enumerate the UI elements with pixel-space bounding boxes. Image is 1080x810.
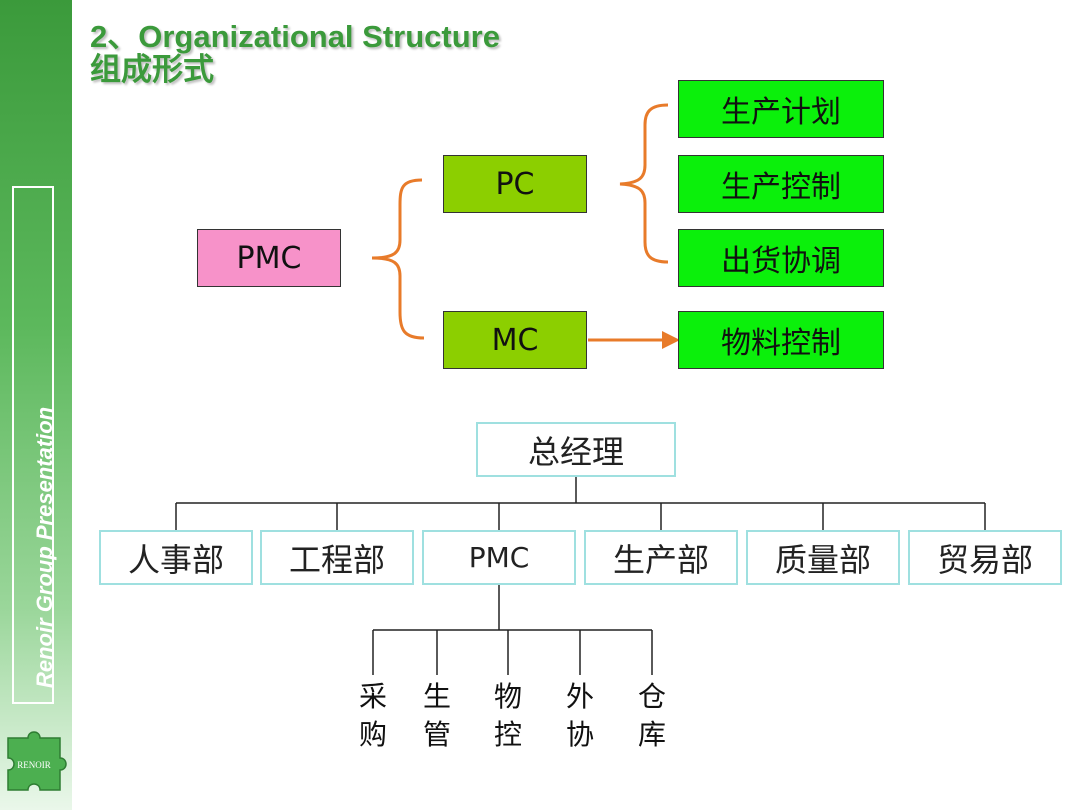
- dept-quality: 质量部: [746, 530, 900, 585]
- sidebar-frame: [12, 186, 54, 704]
- node-pc: PC: [443, 155, 587, 213]
- dept-engineering: 工程部: [260, 530, 414, 585]
- node-pmc: PMC: [197, 229, 341, 287]
- logo-text: RENOIR: [17, 760, 51, 770]
- subunit-production-management: 生 管: [420, 678, 454, 754]
- node-material-control: 物料控制: [678, 311, 884, 369]
- subunit-material-control: 物 控: [491, 678, 525, 754]
- subunit-char: 管: [422, 718, 451, 751]
- subunit-warehouse: 仓 库: [635, 678, 669, 754]
- subunit-char: 采: [358, 680, 387, 713]
- sidebar: Renoir Group Presentation: [0, 0, 72, 810]
- org-general-manager: 总经理: [476, 422, 676, 477]
- arrow-head-icon: [662, 331, 680, 349]
- dept-pmc: PMC: [422, 530, 576, 585]
- subunit-char: 库: [637, 718, 666, 751]
- dept-production: 生产部: [584, 530, 738, 585]
- title-line-1: 2、Organizational Structure: [90, 19, 500, 54]
- node-mc: MC: [443, 311, 587, 369]
- subunit-char: 物: [493, 680, 522, 713]
- subunit-char: 购: [358, 718, 387, 751]
- subunit-char: 控: [493, 718, 522, 751]
- title-line-2: 组成形式: [90, 52, 214, 87]
- brace-pc: [619, 103, 669, 264]
- subunit-char: 仓: [637, 680, 666, 713]
- subunit-char: 外: [565, 680, 594, 713]
- dept-hr: 人事部: [99, 530, 253, 585]
- puzzle-logo-icon: RENOIR: [7, 731, 67, 791]
- subunit-purchasing: 采 购: [356, 678, 390, 754]
- subunit-outsourcing: 外 协: [563, 678, 597, 754]
- page-title: 2、Organizational Structure 组成形式: [90, 20, 500, 86]
- brace-pmc: [371, 178, 425, 340]
- dept-trade: 贸易部: [908, 530, 1062, 585]
- subunit-char: 协: [565, 718, 594, 751]
- node-production-plan: 生产计划: [678, 80, 884, 138]
- node-shipping-coordination: 出货协调: [678, 229, 884, 287]
- subunit-char: 生: [422, 680, 451, 713]
- node-production-control: 生产控制: [678, 155, 884, 213]
